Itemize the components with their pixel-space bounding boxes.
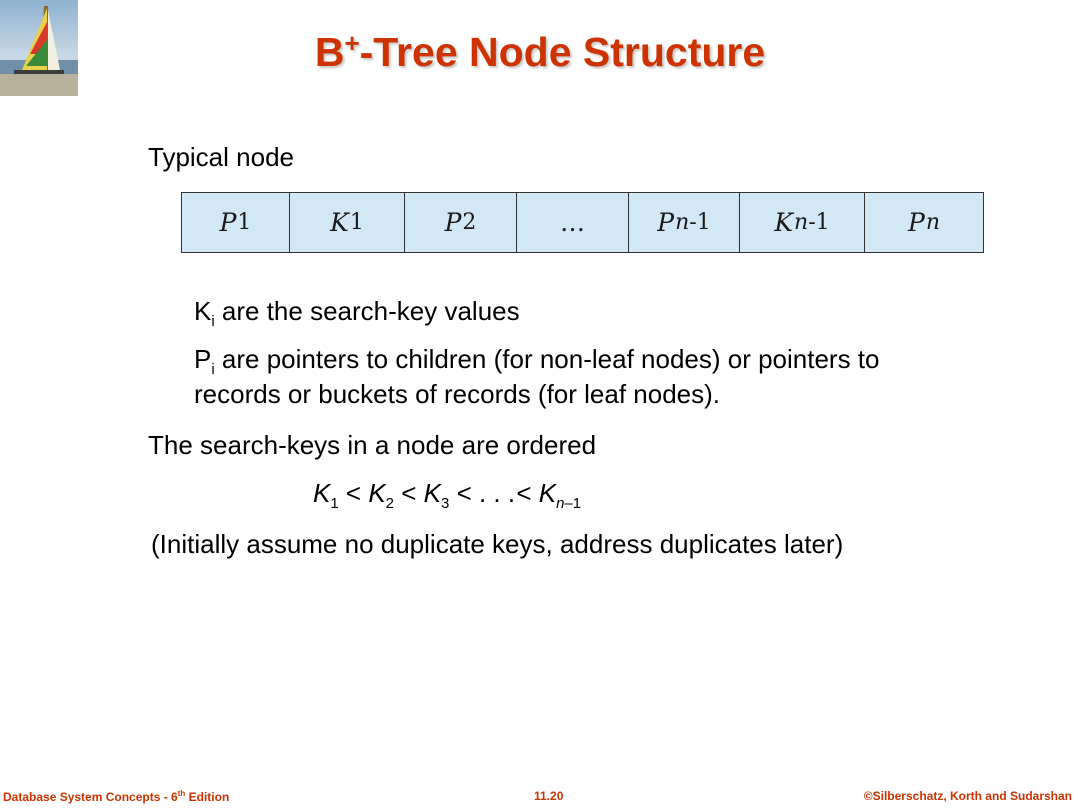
cell-sub: -1 — [808, 210, 830, 235]
cell-sub: 1 — [349, 210, 364, 235]
f-s3: 3 — [441, 495, 450, 512]
ordered-statement: The search-keys in a node are ordered — [148, 430, 597, 460]
f-k2: K — [368, 478, 386, 508]
f-lt3: < — [449, 478, 479, 508]
pi-text-1: are pointers to children (for non-leaf n… — [214, 344, 880, 374]
ki-letter: K — [194, 296, 212, 326]
footer-left-rest: Edition — [185, 790, 230, 804]
cell-sub: 2 — [462, 210, 477, 235]
title-sup: + — [344, 28, 360, 58]
cell-sub-var: n — [675, 210, 690, 235]
cell-sub: -1 — [689, 210, 711, 235]
pi-description-line-2: records or buckets of records (for leaf … — [194, 379, 721, 409]
f-k3: K — [423, 478, 441, 508]
f-kn: K — [538, 478, 557, 508]
cell-base: P — [657, 208, 675, 237]
cell-base: P — [219, 208, 237, 237]
cell-base: K — [330, 208, 349, 237]
ki-description: Ki are the search-key values — [194, 296, 520, 337]
key-order-formula: K1 < K2 < K3 < . . . < Kn–1 — [313, 478, 582, 512]
cell-sub-var: n — [794, 210, 809, 235]
f-k1: K — [313, 478, 331, 508]
f-sn: n — [556, 495, 565, 512]
pi-sub: i — [211, 361, 215, 378]
pi-letter: P — [194, 344, 212, 374]
initial-assumption: (Initially assume no duplicate keys, add… — [151, 529, 844, 559]
cell-base: P — [444, 208, 462, 237]
ki-text: are the search-key values — [214, 296, 520, 326]
footer-left-sup: th — [177, 789, 186, 798]
ki-sub: i — [211, 313, 215, 330]
typical-node-label: Typical node — [148, 142, 294, 172]
cell-sub: 1 — [237, 210, 252, 235]
cell-base: … — [560, 208, 585, 237]
f-lt2: < — [394, 478, 424, 508]
page-title: B+-Tree Node Structure — [0, 28, 1080, 76]
f-lt1: < — [338, 478, 369, 508]
f-s2: 2 — [385, 495, 395, 512]
footer-copyright: ©Silberschatz, Korth and Sudarshan — [863, 789, 1072, 803]
cell-sub-var: n — [925, 210, 940, 235]
footer-left-main: Database System Concepts - 6 — [3, 790, 178, 804]
cell-base: P — [908, 208, 925, 237]
pi-description-line-1: Pi are pointers to children (for non-lea… — [194, 344, 880, 385]
sailboat-logo-icon — [0, 0, 78, 96]
title-main: B — [314, 29, 345, 75]
footer-page-number: 11.20 — [534, 789, 564, 803]
footer-book-title: Database System Concepts - 6th Edition — [3, 789, 229, 804]
f-sn-rest: –1 — [564, 495, 582, 512]
node-cell-ellipsis: … — [517, 193, 629, 252]
f-s1: 1 — [330, 495, 339, 512]
title-rest: -Tree Node Structure — [359, 29, 766, 75]
cell-base: K — [774, 208, 794, 237]
f-dots: . . . — [478, 478, 523, 508]
